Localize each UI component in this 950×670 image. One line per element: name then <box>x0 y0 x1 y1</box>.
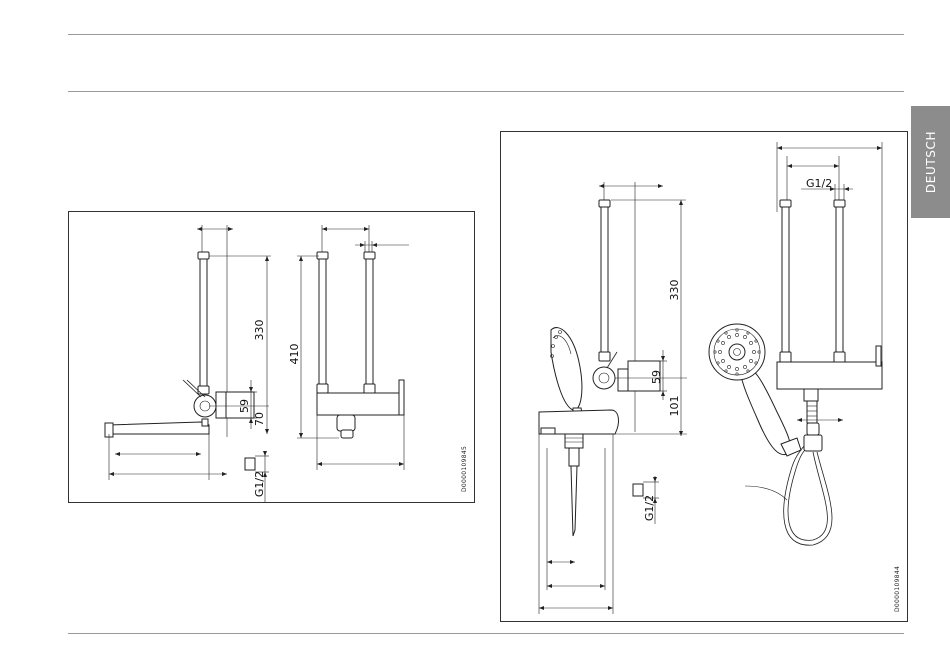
drawing-code-left: D0000109845 <box>461 446 468 492</box>
figure-bath-mixer-dimensions: 330 59 70 G1/2 <box>68 211 475 503</box>
language-tab[interactable]: DEUTSCH <box>911 106 950 218</box>
thread-g12-left: G1/2 <box>253 471 266 497</box>
dim-70-left: 70 <box>253 412 266 426</box>
dim-330-left: 330 <box>253 320 266 341</box>
figure-shower-system-dimensions: 330 59 101 <box>500 131 908 622</box>
dim-410-left: 410 <box>288 344 301 365</box>
dim-330-right: 330 <box>668 280 681 301</box>
side-view: 330 59 70 G1/2 <box>105 225 271 502</box>
shower-side-view: 330 59 101 <box>539 182 687 614</box>
header-rule <box>68 91 904 92</box>
language-tab-label: DEUTSCH <box>924 131 938 193</box>
top-rule <box>68 34 904 35</box>
front-view: 410 <box>288 225 409 470</box>
shower-system-drawing: 330 59 101 <box>501 132 907 621</box>
thread-g12-right-top: G1/2 <box>806 177 832 190</box>
bath-mixer-drawing: 330 59 70 G1/2 <box>69 212 474 502</box>
bottom-rule <box>68 633 904 634</box>
drawing-code-right: D0000109844 <box>894 566 901 612</box>
dim-101-right: 101 <box>668 396 681 417</box>
shower-front-view: G1/2 <box>709 142 882 545</box>
thread-g12-right-bottom: G1/2 <box>643 495 656 521</box>
dim-59-right: 59 <box>650 370 663 384</box>
